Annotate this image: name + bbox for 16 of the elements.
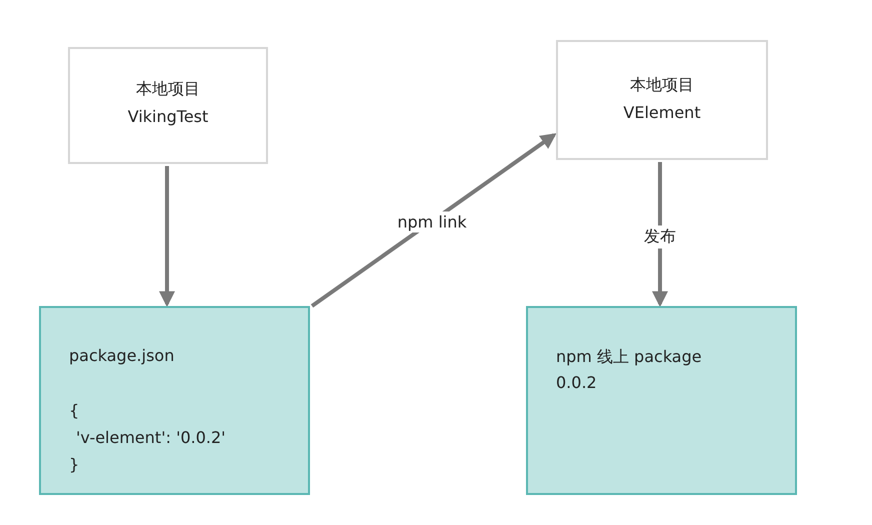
arrow — [310, 133, 557, 308]
package-box — [526, 306, 797, 495]
box-text: VElement — [622, 103, 702, 123]
code-line: 'v-element': '0.0.2' — [76, 428, 226, 448]
arrow — [159, 166, 175, 308]
code-box — [39, 306, 310, 495]
code-line: } — [69, 455, 80, 475]
project-box — [68, 47, 268, 164]
box-heading: npm 线上 package — [556, 347, 702, 367]
code-line: package.json — [69, 346, 174, 366]
box-heading: 本地项目 — [629, 75, 695, 95]
project-box — [556, 40, 768, 160]
code-line: { — [69, 401, 80, 421]
box-text: 0.0.2 — [556, 373, 597, 393]
box-heading: 本地项目 — [135, 79, 201, 99]
box-text: VikingTest — [126, 107, 210, 127]
